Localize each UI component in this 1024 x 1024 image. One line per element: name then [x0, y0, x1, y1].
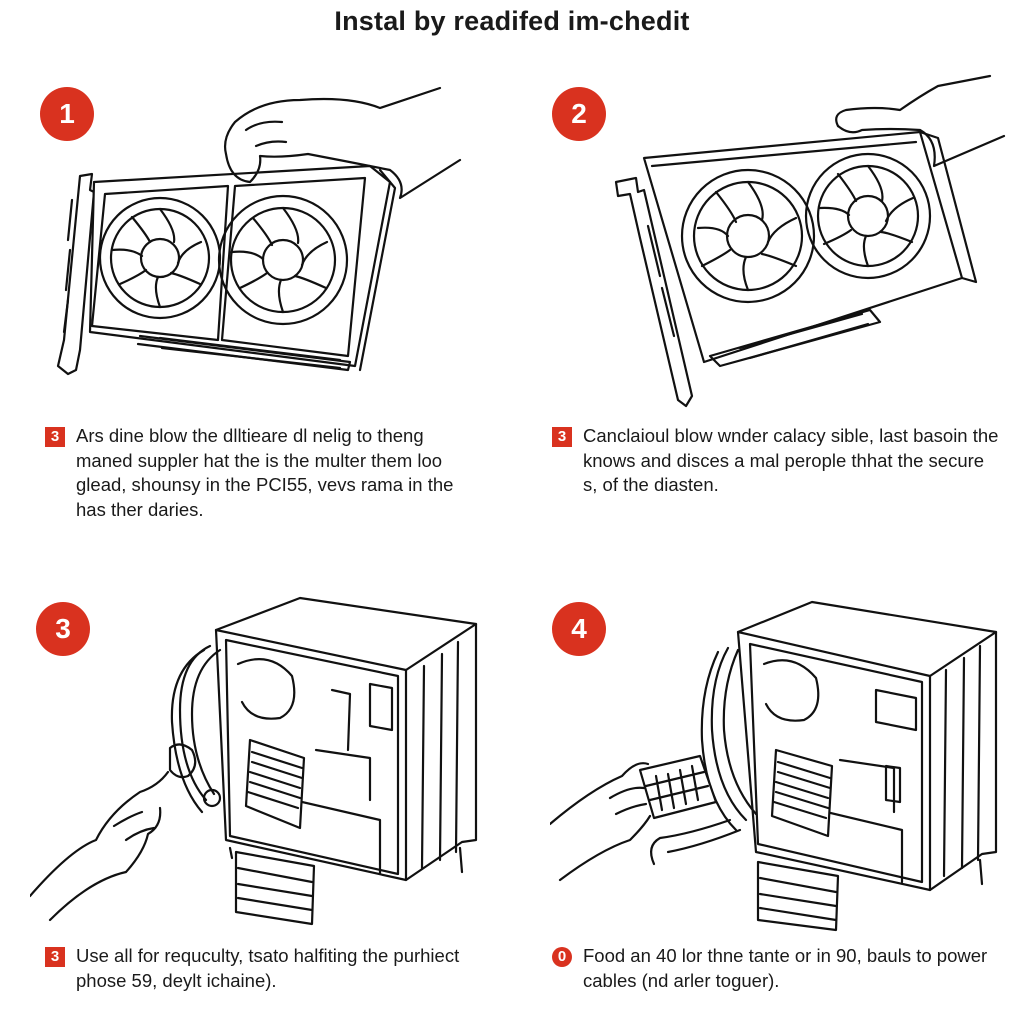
- caption-line: glead, shounsy in the PCI55, vevs rama i…: [76, 474, 454, 495]
- pc-case-power-cable-icon: [550, 590, 1010, 934]
- step-2-caption: 3 Canclaioul blow wnder calacy sible, la…: [552, 424, 999, 498]
- caption-line: knows and disces a mal perople thhat the…: [583, 449, 985, 471]
- step-2-badge: 2: [552, 87, 606, 141]
- page-title: Instal by readifed im-chedit: [334, 6, 690, 36]
- step-1-caption-marker: 3: [45, 427, 65, 447]
- caption-line: cables (nd arler toguer).: [583, 969, 780, 991]
- caption-line: Canclaioul blow wnder calacy sible, last…: [583, 425, 999, 446]
- step-2-caption-marker: 3: [552, 427, 572, 447]
- step-3-caption-marker: 3: [45, 947, 65, 967]
- pc-case-connector-icon: [30, 590, 490, 934]
- graphics-card-insert-icon: [600, 66, 1010, 410]
- caption-line: maned suppler hat the is the multer them…: [76, 449, 443, 471]
- graphics-card-hand-icon: [50, 70, 480, 410]
- step-3-badge: 3: [36, 602, 90, 656]
- step-4-caption-marker: 0: [552, 947, 572, 967]
- caption-line: s, of the diasten.: [583, 474, 719, 495]
- caption-line: Food an 40 lor thne tante or in 90, baul…: [583, 945, 988, 966]
- step-3-caption: 3 Use all for requculty, tsato halfiting…: [45, 944, 460, 993]
- caption-line: phose 59, deylt ichaine).: [76, 969, 277, 991]
- caption-line: Use all for requculty, tsato halfiting t…: [76, 945, 460, 966]
- step-1-caption: 3 Ars dine blow the dlltieare dl nelig t…: [45, 424, 454, 522]
- step-4-badge: 4: [552, 602, 606, 656]
- step-1-badge: 1: [40, 87, 94, 141]
- step-4-caption: 0 Food an 40 lor thne tante or in 90, ba…: [552, 944, 988, 993]
- caption-line: Ars dine blow the dlltieare dl nelig to …: [76, 425, 424, 446]
- caption-line: has ther daries.: [76, 498, 204, 520]
